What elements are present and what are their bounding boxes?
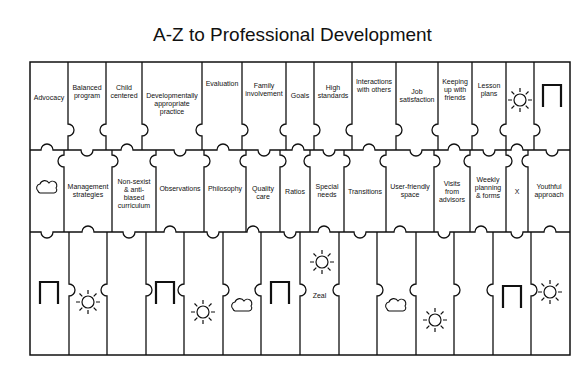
- piece-label: Goals: [289, 92, 311, 100]
- notch-doodle: [503, 286, 521, 308]
- puzzle-piece: Goals: [289, 92, 311, 100]
- sun-doodle: [423, 308, 447, 332]
- piece-label: Weekly planning & forms: [473, 176, 503, 200]
- piece-label: Quality care: [249, 185, 277, 201]
- puzzle-piece: Visits from advisors: [437, 180, 467, 204]
- piece-label: Zeal: [303, 292, 336, 300]
- cloud-doodle: [37, 181, 57, 193]
- piece-label: Advocacy: [33, 94, 65, 102]
- notch-doodle: [543, 85, 561, 107]
- piece-label: Philosophy: [207, 185, 243, 193]
- piece-label: Management strategies: [67, 183, 109, 199]
- puzzle-piece: Youthful approach: [531, 183, 567, 199]
- piece-label: Youthful approach: [531, 183, 567, 199]
- piece-label: User-friendly space: [389, 183, 431, 199]
- puzzle-piece: Child centered: [109, 84, 139, 100]
- notch-doodle: [40, 282, 58, 304]
- column-edges: [58, 150, 528, 232]
- cloud-doodle: [386, 299, 406, 311]
- column-edges: [68, 62, 540, 150]
- piece-label: Interactions with others: [355, 78, 393, 94]
- piece-label: Developmentally appropriate practice: [145, 92, 199, 116]
- piece-label: Transitions: [347, 188, 383, 196]
- piece-label: Non-sexist & anti-biased curriculum: [115, 178, 153, 210]
- puzzle-piece: Family involvement: [245, 82, 283, 98]
- piece-label: High standards: [317, 84, 349, 100]
- puzzle-piece: Transitions: [347, 188, 383, 196]
- puzzle-piece: Developmentally appropriate practice: [145, 92, 199, 116]
- puzzle-piece: Quality care: [249, 185, 277, 201]
- puzzle-piece: Job satisfaction: [399, 88, 435, 104]
- puzzle-piece: Zeal: [303, 292, 336, 300]
- piece-label: Special needs: [313, 183, 341, 199]
- puzzle-piece: Keeping up with friends: [441, 78, 469, 102]
- puzzle-piece: High standards: [317, 84, 349, 100]
- piece-lines: [30, 62, 570, 355]
- puzzle-frame: [30, 62, 570, 355]
- puzzle-piece: Balanced program: [71, 84, 103, 100]
- piece-label: Visits from advisors: [437, 180, 467, 204]
- piece-label: Job satisfaction: [399, 88, 435, 104]
- row-edge: [30, 144, 570, 156]
- puzzle-piece: Weekly planning & forms: [473, 176, 503, 200]
- puzzle-piece: Special needs: [313, 183, 341, 199]
- cloud-doodle: [232, 299, 252, 311]
- piece-label: Ratios: [283, 188, 307, 196]
- puzzle-piece: Evaluation: [205, 80, 239, 88]
- sun-doodle: [76, 290, 100, 314]
- puzzle-piece: Lesson plans: [475, 82, 503, 98]
- piece-label: X: [509, 188, 525, 196]
- piece-label: Balanced program: [71, 84, 103, 100]
- puzzle-piece: Advocacy: [33, 94, 65, 102]
- puzzle-piece: Observations: [159, 185, 201, 193]
- piece-label: Family involvement: [245, 82, 283, 98]
- piece-label: Evaluation: [205, 80, 239, 88]
- notch-doodle: [156, 282, 174, 304]
- piece-label: Child centered: [109, 84, 139, 100]
- piece-label: Observations: [159, 185, 201, 193]
- puzzle-piece: Interactions with others: [355, 78, 393, 94]
- puzzle-piece: X: [509, 188, 525, 196]
- sun-doodle: [310, 250, 334, 274]
- column-edges: [69, 232, 537, 355]
- notch-doodle: [271, 282, 289, 304]
- sun-doodle: [508, 88, 532, 112]
- puzzle-piece: Ratios: [283, 188, 307, 196]
- puzzle-piece: Philosophy: [207, 185, 243, 193]
- piece-label: Keeping up with friends: [441, 78, 469, 102]
- puzzle-piece: Non-sexist & anti-biased curriculum: [115, 178, 153, 210]
- piece-label: Lesson plans: [475, 82, 503, 98]
- puzzle-piece: Management strategies: [67, 183, 109, 199]
- puzzle-piece: User-friendly space: [389, 183, 431, 199]
- diagram-title: A-Z to Professional Development: [0, 24, 585, 46]
- sun-doodle: [538, 280, 562, 304]
- sun-doodle: [191, 300, 215, 324]
